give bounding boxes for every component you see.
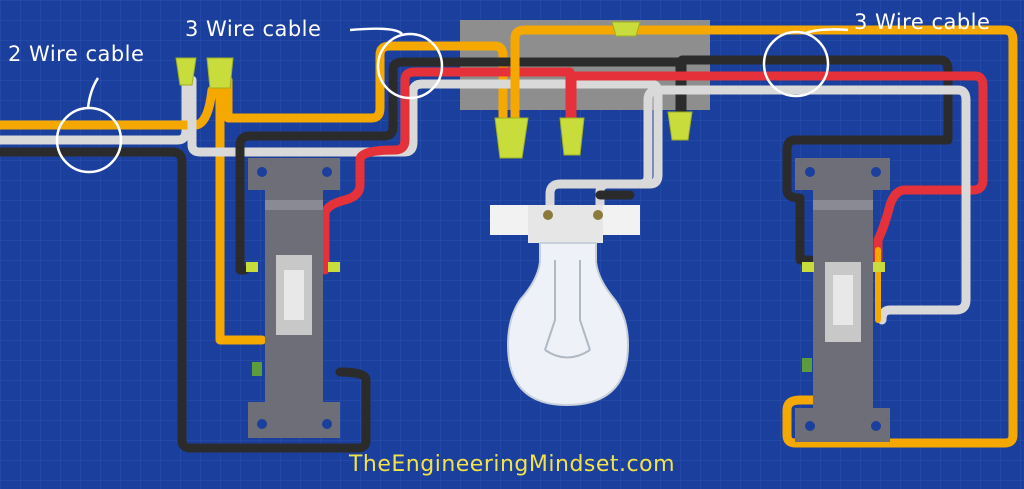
left-three-way-switch [246, 158, 340, 438]
three-wire-cable-label-left: 3 Wire cable [185, 17, 322, 41]
wire-nut [667, 111, 693, 141]
black-wire [235, 57, 685, 275]
wire-nut [175, 57, 197, 86]
ground-screw [252, 362, 262, 376]
three-wire-cable-marker [762, 30, 830, 98]
pointer-line [805, 28, 849, 35]
pointer-line [349, 27, 403, 35]
watermark: TheEngineeringMindset.com [348, 452, 676, 477]
red-wire [567, 71, 988, 265]
toggle-lever [833, 275, 853, 325]
terminal-screw [246, 262, 258, 272]
right-three-way-switch [795, 158, 890, 442]
wire-nut [494, 117, 529, 159]
white-wire [595, 85, 971, 325]
black-wire [0, 147, 371, 453]
light-bulb-fixture [490, 205, 640, 407]
ground-screw [802, 358, 812, 372]
wire-nut [559, 117, 585, 156]
black-wire [677, 55, 953, 265]
pointer-line [86, 77, 100, 109]
terminal-screw [873, 262, 885, 272]
white-wire [0, 75, 191, 145]
wire-nut [611, 21, 641, 37]
three-wire-cable-label-right: 3 Wire cable [854, 10, 991, 34]
white-wire [187, 75, 663, 220]
hot-wire [510, 25, 1018, 448]
two-wire-cable-label: 2 Wire cable [8, 42, 145, 66]
hot-wire [215, 75, 267, 345]
three-wire-cable-marker [376, 32, 444, 100]
terminal-screw [328, 262, 340, 272]
bulb-glass [506, 242, 630, 407]
red-wire [320, 67, 575, 275]
bulb-filament [544, 260, 591, 359]
toggle-lever [284, 270, 304, 320]
terminal-screw [802, 262, 814, 272]
wire-nut [206, 57, 234, 89]
